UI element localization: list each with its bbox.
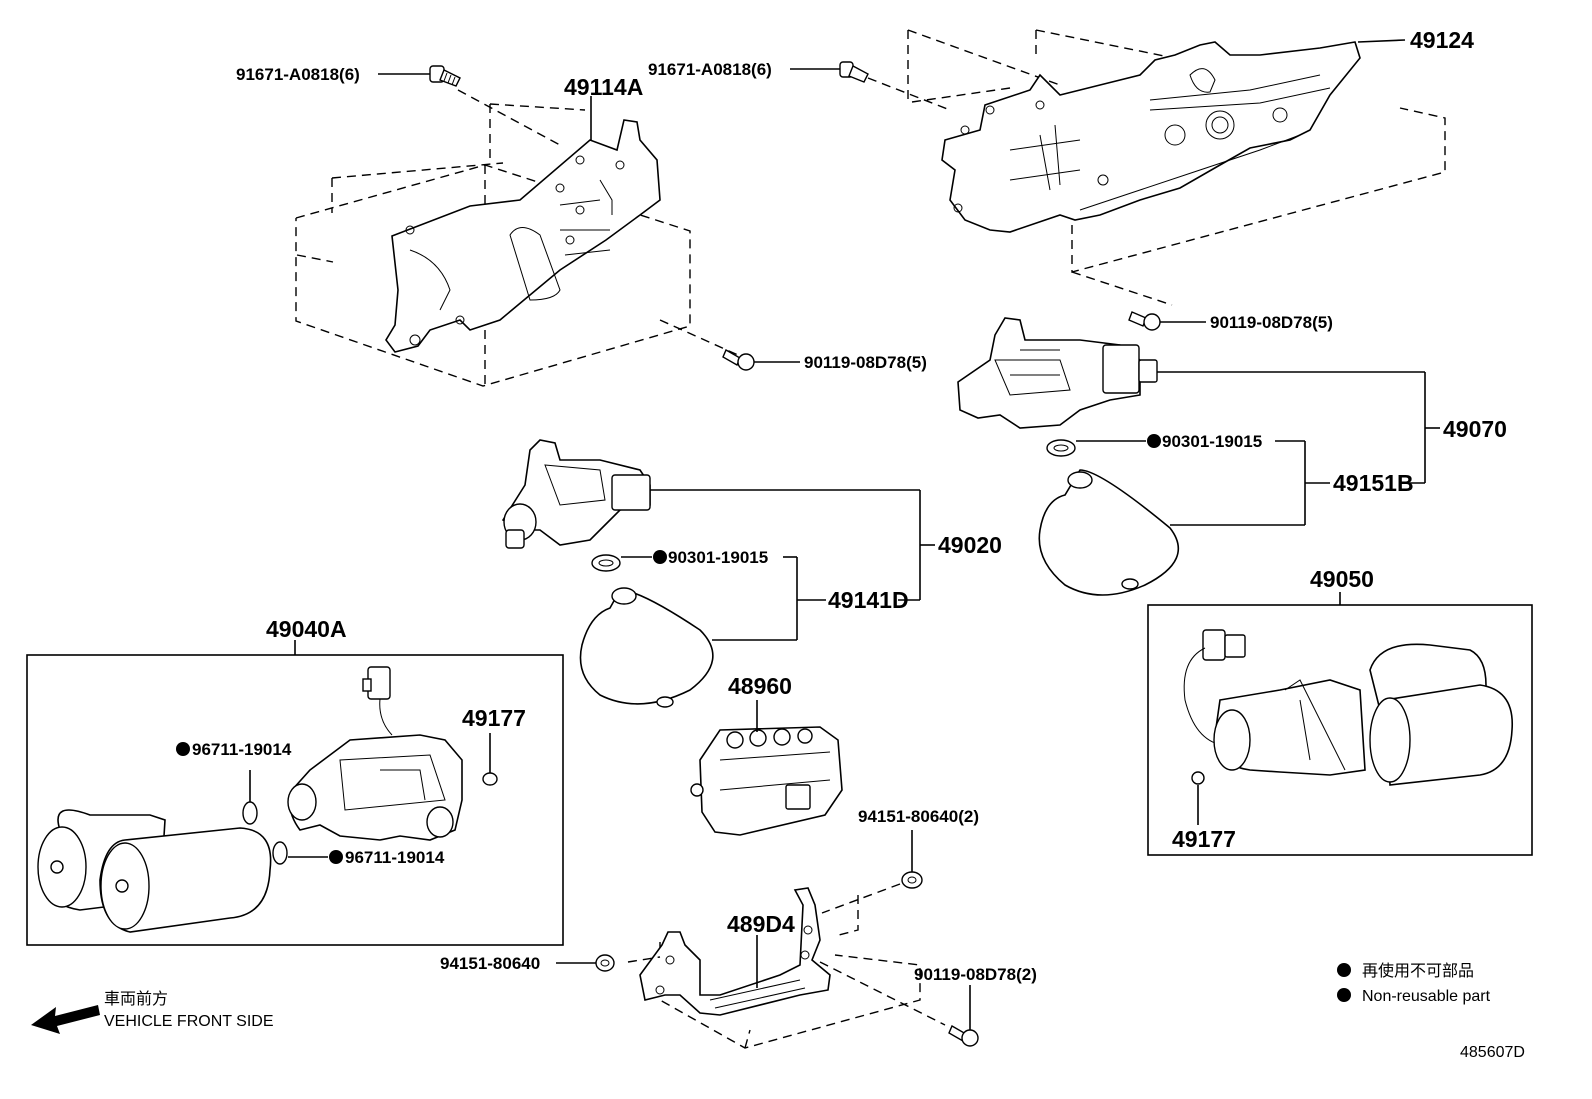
bracket-489D4 <box>627 887 946 1049</box>
label-49141D: 49141D <box>828 587 909 613</box>
label-49124: 49124 <box>1410 27 1474 53</box>
legend-label-jp: 再使用不可部品 <box>1362 962 1474 980</box>
actuator-49020 <box>501 439 935 600</box>
nut-94151-2 <box>821 830 923 914</box>
nut-94151 <box>556 954 615 972</box>
diagram-id: 485607D <box>1460 1044 1525 1061</box>
bracket-49114A <box>295 89 739 387</box>
pump-assembly-49040A <box>26 640 564 946</box>
label-489D4: 489D4 <box>727 911 795 937</box>
label-49177-left: 49177 <box>462 705 526 731</box>
direction-label-jp: 車両前方 <box>104 990 168 1008</box>
valve-block-48960 <box>690 700 843 836</box>
label-49050: 49050 <box>1310 566 1374 592</box>
label-49020: 49020 <box>938 532 1002 558</box>
label-96711-upper: 96711-19014 <box>192 740 292 759</box>
label-96711-lower: 96711-19014 <box>345 848 445 867</box>
label-49070: 49070 <box>1443 416 1507 442</box>
label-94151: 94151-80640 <box>440 954 540 973</box>
label-90119-right: 90119-08D78(5) <box>1210 313 1333 332</box>
direction-label-en: VEHICLE FRONT SIDE <box>104 1013 274 1030</box>
bolt-90119-right <box>1128 311 1206 331</box>
label-48960: 48960 <box>728 673 792 699</box>
accumulator-49141D <box>579 550 920 708</box>
label-90119-mid: 90119-08D78(5) <box>804 353 927 372</box>
pump-assembly-49050 <box>1147 592 1533 856</box>
label-94151-2: 94151-80640(2) <box>858 807 979 826</box>
legend-bullet-en <box>1337 988 1351 1002</box>
legend-label-en: Non-reusable part <box>1362 988 1491 1005</box>
label-49040A: 49040A <box>266 616 347 642</box>
label-49114A: 49114A <box>564 74 643 100</box>
actuator-49070 <box>957 317 1440 483</box>
label-49177-right: 49177 <box>1172 826 1236 852</box>
label-91671-left: 91671-A0818(6) <box>236 65 360 84</box>
bolt-91671-left <box>378 65 461 87</box>
bolt-90119-mid <box>722 349 800 371</box>
legend-bullet-jp <box>1337 963 1351 977</box>
label-90301-left: 90301-19015 <box>668 548 768 567</box>
label-49151B: 49151B <box>1333 470 1414 496</box>
bracket-49124 <box>867 29 1446 306</box>
label-90119-bottom: 90119-08D78(2) <box>914 965 1037 984</box>
bolt-91671-right <box>790 61 869 83</box>
vehicle-front-arrow <box>31 1005 100 1034</box>
label-90301-right: 90301-19015 <box>1162 432 1262 451</box>
label-91671-right: 91671-A0818(6) <box>648 60 772 79</box>
bolt-90119-bottom <box>948 985 979 1047</box>
accumulator-49151B <box>1038 434 1425 596</box>
